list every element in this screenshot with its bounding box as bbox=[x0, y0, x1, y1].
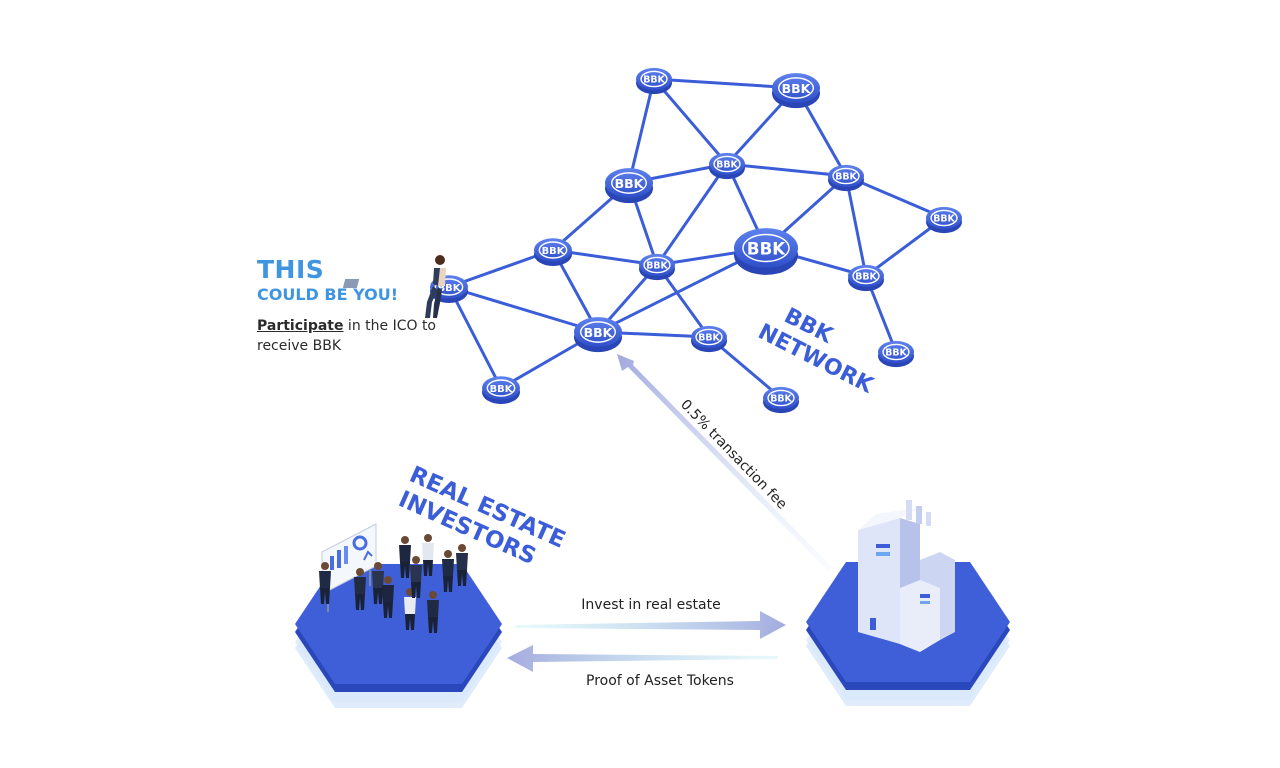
network-node-label: BBK bbox=[542, 246, 565, 257]
network-edge bbox=[652, 77, 729, 166]
network-node-label: BBK bbox=[835, 172, 857, 183]
investor-figure bbox=[422, 534, 434, 576]
network-node: BBK bbox=[848, 264, 884, 292]
network-node-label: BBK bbox=[490, 384, 513, 395]
cta-body-rest: in the ICO to receive BBK bbox=[257, 318, 437, 354]
network-edge bbox=[844, 174, 868, 278]
invest-arrow bbox=[515, 611, 786, 639]
network-node-label: BBK bbox=[747, 239, 786, 258]
participant-figure bbox=[342, 255, 446, 318]
investor-figure bbox=[456, 544, 468, 586]
investor-figure bbox=[399, 536, 411, 578]
investors-label: REAL ESTATE INVESTORS bbox=[395, 462, 570, 570]
network-node: BBK bbox=[691, 325, 727, 353]
network-node-label: BBK bbox=[885, 348, 907, 359]
network-node-label: BBK bbox=[646, 261, 668, 272]
tokens-arrow bbox=[507, 645, 778, 672]
network-node-label: BBK bbox=[770, 394, 792, 405]
investor-figure bbox=[410, 556, 422, 598]
network-edge bbox=[725, 162, 848, 178]
network-node: BBK bbox=[926, 206, 962, 234]
fee-arrow bbox=[617, 354, 832, 570]
network-node-label: BBK bbox=[782, 81, 812, 96]
building-icon bbox=[858, 500, 955, 652]
network-node: BBK bbox=[636, 67, 672, 95]
network-node-label: BBK bbox=[584, 325, 614, 340]
investor-figure bbox=[319, 562, 331, 604]
network-node: BBK bbox=[482, 376, 520, 404]
fee-caption: 0.5% transaction fee bbox=[677, 397, 790, 513]
network-edges bbox=[447, 77, 946, 400]
network-node: BBK bbox=[605, 168, 653, 204]
network-node-label: BBK bbox=[855, 272, 877, 283]
investor-figure bbox=[354, 568, 366, 610]
investor-people bbox=[319, 534, 468, 633]
cta-body: Participate in the ICO to receive BBK bbox=[257, 316, 437, 356]
network-node-label: BBK bbox=[698, 333, 720, 344]
network-node: BBK bbox=[574, 317, 622, 353]
network-node: BBK bbox=[763, 386, 799, 414]
network-node-label: BBK bbox=[438, 283, 461, 294]
tokens-caption: Proof of Asset Tokens bbox=[586, 673, 734, 689]
investor-figure bbox=[382, 576, 394, 618]
network-edge bbox=[447, 285, 600, 334]
network-edge bbox=[447, 285, 503, 390]
network-edge bbox=[655, 162, 729, 267]
network-node: BBK bbox=[828, 164, 864, 192]
invest-caption: Invest in real estate bbox=[581, 597, 720, 613]
network-node: BBK bbox=[734, 228, 798, 275]
network-node-label: BBK bbox=[643, 75, 665, 86]
investor-figure bbox=[404, 588, 416, 630]
call-to-action: THIS COULD BE YOU! Participate in the IC… bbox=[257, 256, 437, 356]
investor-figure bbox=[442, 550, 454, 592]
network-node-label: BBK bbox=[615, 176, 645, 191]
network-edge bbox=[627, 77, 656, 185]
investor-figure bbox=[372, 562, 384, 604]
investor-figure bbox=[427, 591, 439, 633]
network-node: BBK bbox=[534, 238, 572, 266]
network-node: BBK bbox=[709, 152, 745, 180]
cta-title: THIS bbox=[257, 255, 325, 284]
network-node: BBK bbox=[878, 340, 914, 368]
network-node-label: BBK bbox=[933, 214, 955, 225]
investors-platform bbox=[295, 564, 502, 708]
cta-subtitle: COULD BE YOU! bbox=[257, 285, 398, 304]
network-node: BBK bbox=[772, 73, 820, 109]
participate-link[interactable]: Participate bbox=[257, 318, 344, 334]
network-node: BBK bbox=[639, 253, 675, 281]
network-node-label: BBK bbox=[716, 160, 738, 171]
network-label: BBK NETWORK bbox=[754, 304, 878, 400]
